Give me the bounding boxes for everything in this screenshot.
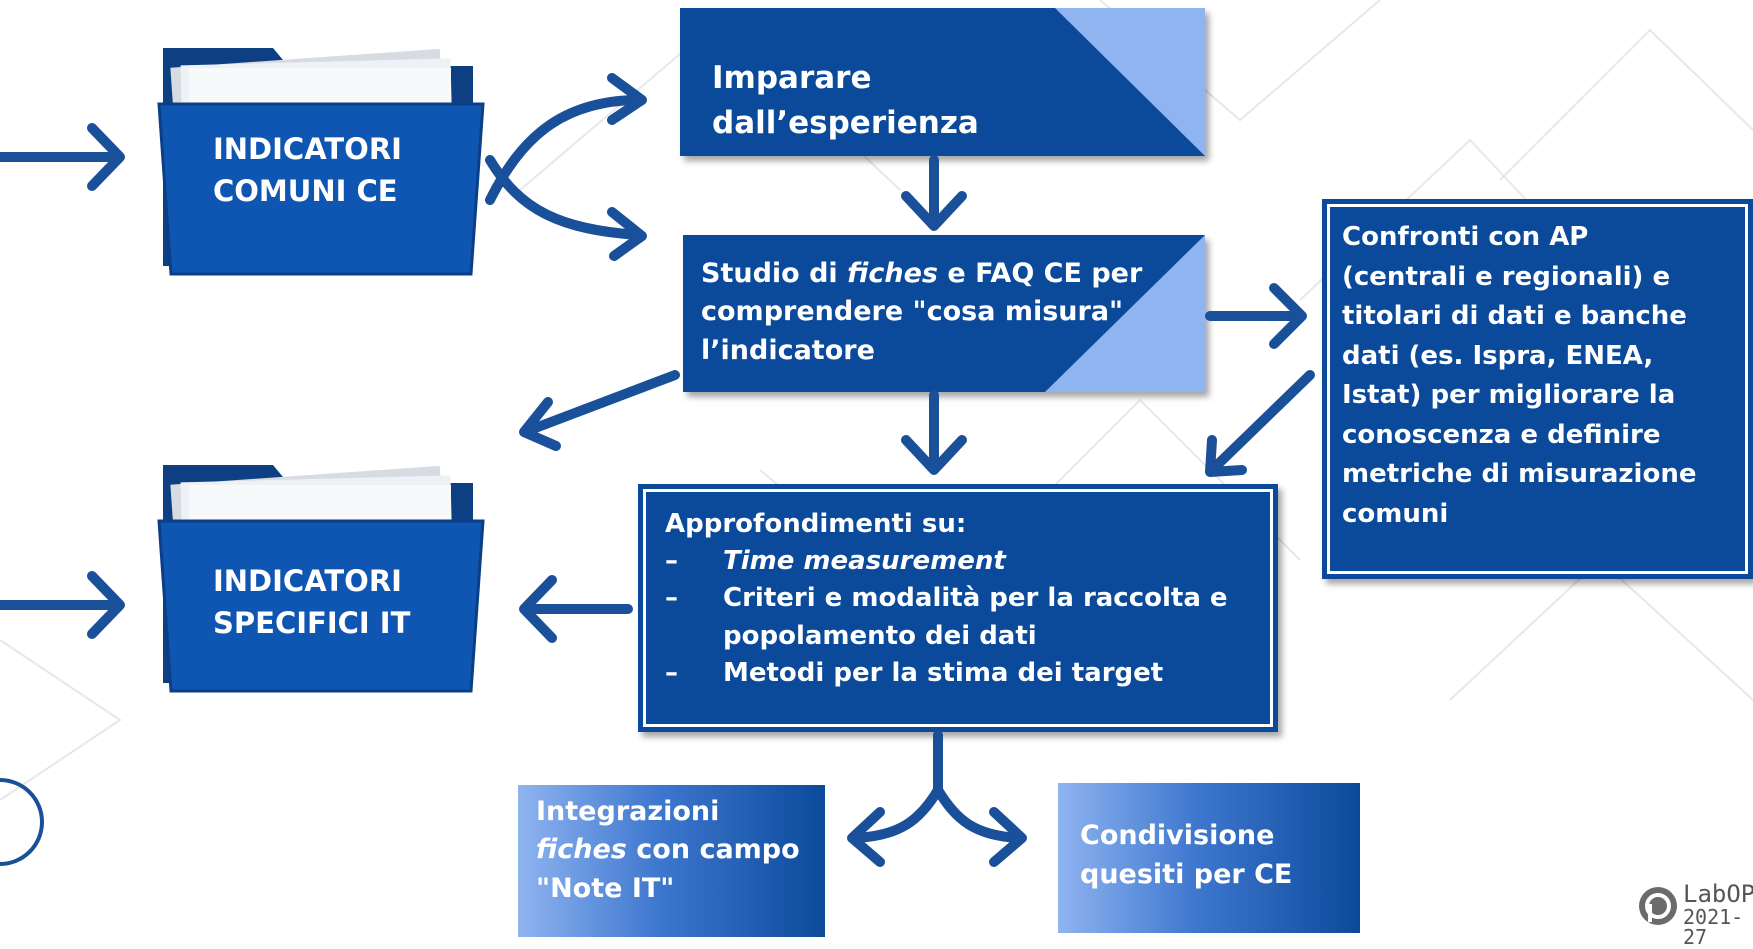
- box-learn-from-experience: Imparare dall’esperienza: [680, 8, 1205, 156]
- arrow-deepen-to-specific: [519, 575, 633, 643]
- folder-label-line: INDICATORI: [213, 132, 402, 166]
- box-share-questions: Condivisione quesiti per CE: [1058, 783, 1360, 933]
- deepening-title: Approfondimenti su:: [665, 509, 967, 539]
- arrow-deepen-split: [847, 730, 1027, 867]
- box-text-line: Integrazioni: [536, 796, 720, 827]
- folder-label-specific: INDICATORI SPECIFICI IT: [213, 560, 410, 644]
- box-text-line: metriche di misurazione: [1342, 459, 1697, 490]
- arrow-compare-to-deepen: [1205, 370, 1315, 477]
- labop-logo-years: 2021-27: [1683, 905, 1744, 949]
- labop-logo-name: LabOP: [1683, 880, 1753, 908]
- folder-label-line: SPECIFICI IT: [213, 606, 411, 641]
- box-text-line: fiches con campo: [536, 834, 800, 866]
- box-text-line: dall’esperienza: [712, 104, 979, 141]
- box-integrations: Integrazioni fiches con campo "Note IT": [518, 785, 825, 937]
- box-corner-accent: [1045, 235, 1205, 392]
- arrow-study-to-compare: [1205, 283, 1307, 349]
- arrow-learn-to-study: [901, 155, 967, 231]
- box-text-line: l’indicatore: [701, 334, 875, 366]
- box-corner-accent: [1055, 8, 1205, 156]
- arrow-in-specific: [0, 571, 125, 639]
- labop-logo: LabOP 2021-27: [1638, 880, 1753, 947]
- box-text-line: "Note IT": [536, 872, 675, 904]
- box-text-line: quesiti per CE: [1080, 859, 1293, 891]
- list-item: –Metodi per la stima dei target: [665, 657, 1164, 688]
- box-compare-with-ap: Confronti con AP (centrali e regionali) …: [1322, 199, 1753, 579]
- arrow-in-common: [0, 123, 125, 191]
- folder-label-common: INDICATORI COMUNI CE: [213, 128, 402, 212]
- arrow-study-to-deepen: [901, 390, 967, 475]
- box-text-line: comuni: [1342, 498, 1449, 529]
- list-item: –Time measurement: [665, 546, 1006, 577]
- box-text-line: comprendere "cosa misura": [701, 296, 1124, 328]
- arrow-split-up: [485, 73, 647, 205]
- box-text-line: dati (es. Ispra, ENEA,: [1342, 340, 1654, 371]
- box-text-line: Studio di fiches e FAQ CE per: [701, 258, 1143, 289]
- box-text-line: Imparare: [712, 60, 872, 96]
- box-text-line: conoscenza e definire: [1342, 419, 1661, 450]
- box-text-line: (centrali e regionali) e: [1342, 261, 1671, 292]
- box-text-line: titolari di dati e banche: [1342, 301, 1687, 332]
- arrow-split-down: [485, 155, 647, 261]
- folder-icon-specific: [157, 465, 485, 693]
- compare-text: Confronti con AP (centrali e regionali) …: [1342, 218, 1696, 534]
- edge-circle: [0, 778, 44, 866]
- box-text-line: Istat) per migliorare la: [1342, 380, 1676, 411]
- box-text-line: Condivisione: [1080, 820, 1275, 851]
- arrow-study-to-specific: [519, 370, 680, 451]
- box-text-line: Confronti con AP: [1342, 222, 1589, 252]
- labop-logo-icon: [1639, 887, 1677, 925]
- box-study-fiches: Studio di fiches e FAQ CE per comprender…: [683, 235, 1205, 392]
- folder-label-line: COMUNI CE: [213, 174, 398, 209]
- folder-label-line: INDICATORI: [213, 564, 402, 598]
- box-deepening: Approfondimenti su: –Time measurement – …: [638, 484, 1278, 732]
- folder-icon-common: [157, 48, 485, 276]
